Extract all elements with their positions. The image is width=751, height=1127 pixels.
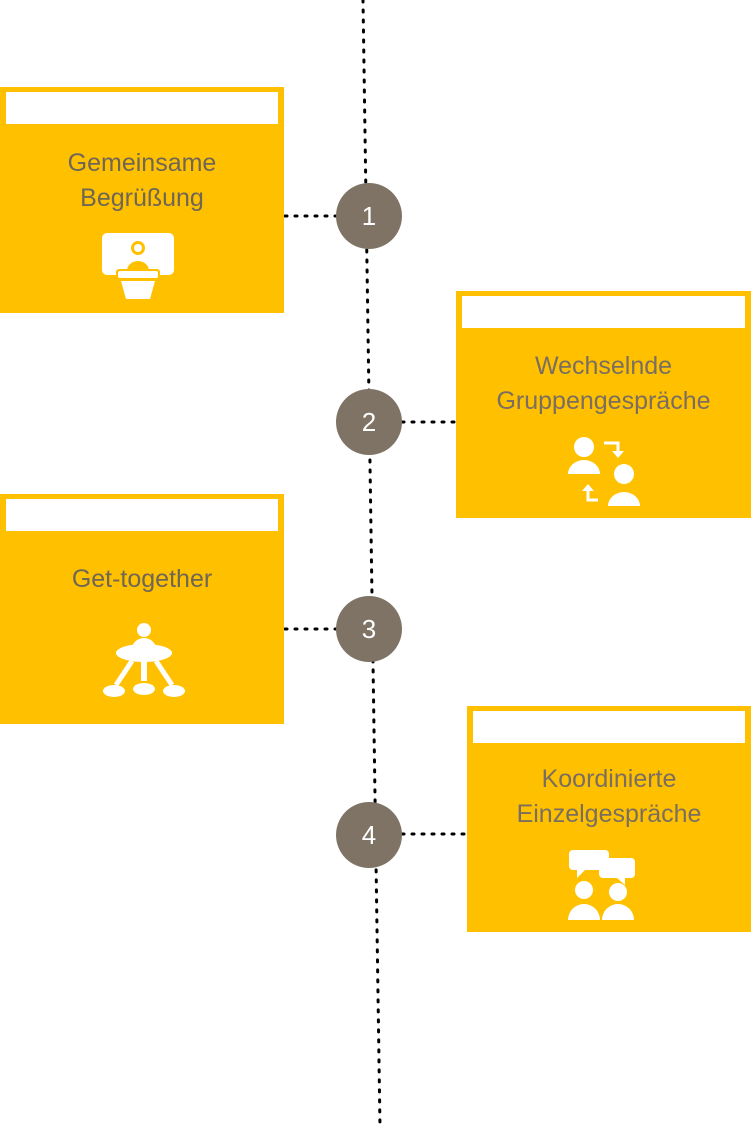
timeline-dotted-line xyxy=(361,0,382,1127)
group-rotation-icon xyxy=(568,437,640,506)
card-header-strip xyxy=(6,92,278,124)
step-card-4: Koordinierte Einzelgespräche xyxy=(467,706,751,932)
round-table-icon xyxy=(103,623,185,697)
step-circle-4: 4 xyxy=(336,802,402,868)
step-card-2: Wechselnde Gruppengespräche xyxy=(456,291,751,518)
card-header-strip xyxy=(6,499,278,531)
step-title: Gemeinsame Begrüßung xyxy=(67,149,217,212)
step-title: Get-together xyxy=(71,565,213,593)
step-card-1: Gemeinsame Begrüßung xyxy=(0,87,284,313)
step-title: Wechselnde Gruppengespräche xyxy=(496,352,711,415)
step-circle-2: 2 xyxy=(336,389,402,455)
step-circle-1: 1 xyxy=(336,183,402,249)
step-card-3: Get-together xyxy=(0,494,284,724)
presentation-podium-icon xyxy=(102,233,174,299)
conversation-icon xyxy=(568,850,635,920)
step-title: Koordinierte Einzelgespräche xyxy=(516,765,702,828)
card-header-strip xyxy=(462,296,745,328)
card-header-strip xyxy=(473,711,745,743)
step-circle-3: 3 xyxy=(336,596,402,662)
